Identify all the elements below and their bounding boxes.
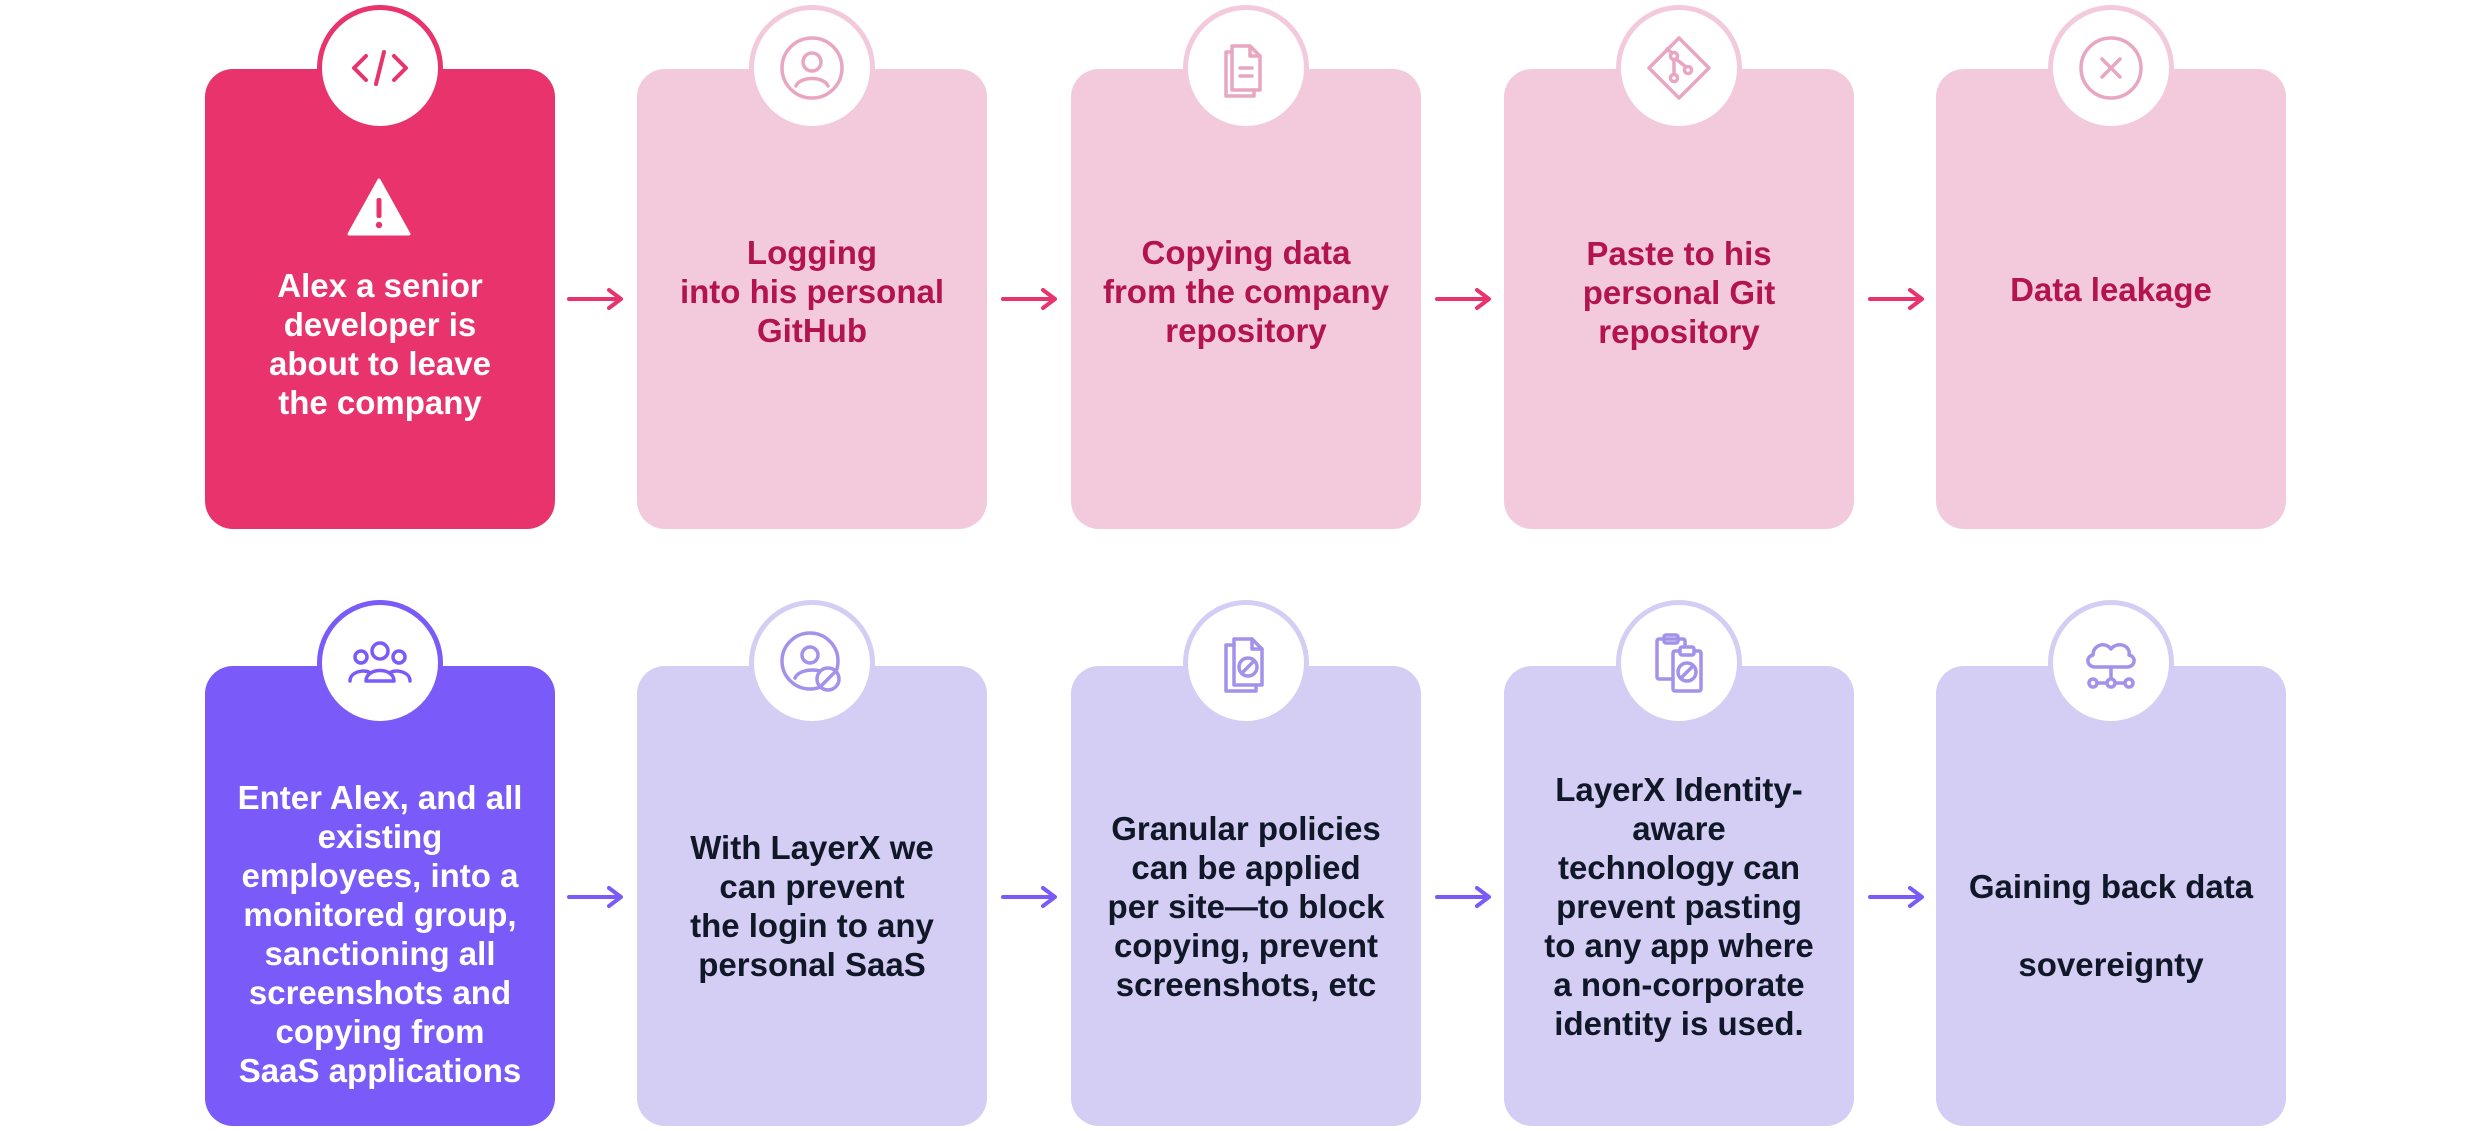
arrow-right-icon (1001, 886, 1057, 908)
arrow-right-icon (567, 886, 623, 908)
step-text: Copying data from the company repository (1102, 233, 1390, 349)
cloud-network-icon (2086, 643, 2136, 689)
copy-document-icon (1224, 44, 1262, 98)
step-text: Gaining back data sovereignty (1969, 828, 2253, 984)
step-text: Enter Alex, and all existing employees, … (237, 778, 523, 1089)
solution-card-2: With LayerX we can prevent the login to … (637, 666, 987, 1126)
step-text-regular: Gaining back data (1968, 868, 2254, 905)
step-badge-3 (1183, 5, 1309, 131)
solution-badge-2 (749, 600, 875, 726)
step-card-1: Alex a senior developer is about to leav… (205, 69, 555, 529)
step-text: Logging into his personal GitHub (679, 233, 945, 349)
step-text: Alex a senior developer is about to leav… (269, 267, 491, 421)
code-icon (352, 50, 408, 86)
solution-badge-5 (2048, 600, 2174, 726)
step-text: Data leakage (2010, 270, 2212, 308)
arrow-right-icon (1868, 886, 1924, 908)
user-icon (780, 36, 844, 100)
arrow-right-icon (1435, 288, 1491, 310)
user-blocked-icon (780, 631, 841, 692)
close-circle-icon (2079, 36, 2143, 100)
step-text-bold: sovereignty (2018, 946, 2204, 983)
arrow-right-icon (567, 288, 623, 310)
users-group-icon (348, 641, 412, 683)
step-text: Paste to his personal Git repository (1582, 234, 1776, 350)
step-badge-5 (2048, 5, 2174, 131)
solution-badge-3 (1183, 600, 1309, 726)
step-card-5: Data leakage (1936, 69, 2286, 529)
step-badge-1 (317, 5, 443, 131)
step-text: With LayerX we can prevent the login to … (690, 829, 934, 983)
arrow-right-icon (1868, 288, 1924, 310)
solution-card-5: Gaining back data sovereignty (1936, 666, 2286, 1126)
step-badge-4 (1616, 5, 1742, 131)
solution-badge-1 (317, 600, 443, 726)
solution-badge-4 (1616, 600, 1742, 726)
copy-blocked-icon (1224, 637, 1264, 693)
warning-icon (347, 178, 411, 236)
step-card-2: Logging into his personal GitHub (637, 69, 987, 529)
step-badge-2 (749, 5, 875, 131)
step-text: Granular policies can be applied per sit… (1107, 809, 1385, 1003)
step-text: LayerX Identity- aware technology can pr… (1544, 770, 1814, 1042)
git-icon (1647, 36, 1711, 100)
solution-card-4: LayerX Identity- aware technology can pr… (1504, 666, 1854, 1126)
paste-blocked-icon (1655, 633, 1703, 693)
arrow-right-icon (1435, 886, 1491, 908)
arrow-right-icon (1001, 288, 1057, 310)
solution-card-3: Granular policies can be applied per sit… (1071, 666, 1421, 1126)
step-card-4: Paste to his personal Git repository (1504, 69, 1854, 529)
solution-card-1: Enter Alex, and all existing employees, … (205, 666, 555, 1126)
step-card-3: Copying data from the company repository (1071, 69, 1421, 529)
